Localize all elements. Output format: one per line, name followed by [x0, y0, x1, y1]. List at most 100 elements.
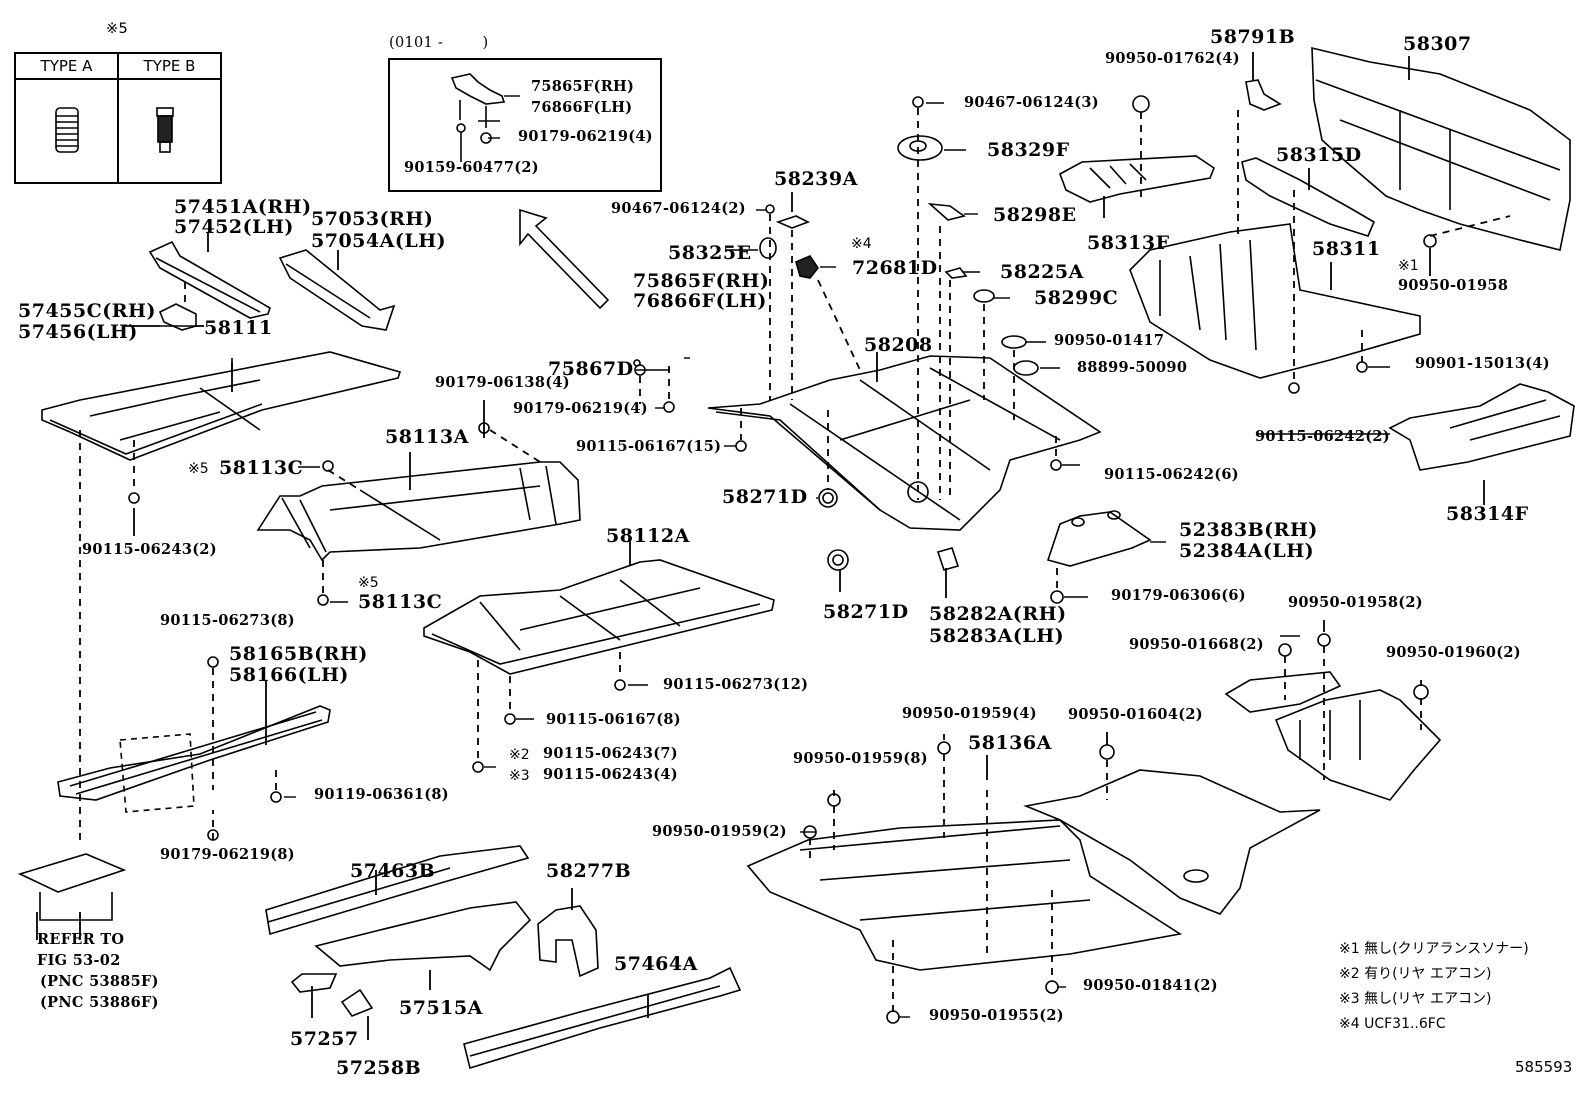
part-label[interactable]: 57455C(RH)	[18, 300, 156, 322]
part-label[interactable]: 58282A(RH)	[929, 603, 1067, 625]
sill-57464a-part	[463, 966, 742, 1070]
part-label[interactable]: 58329F	[987, 139, 1070, 161]
part-label[interactable]: 90950-01958	[1398, 277, 1509, 294]
part-label[interactable]: 58239A	[774, 168, 858, 190]
part-label[interactable]: 75865F(RH)	[633, 270, 770, 292]
part-label[interactable]: 90950-01959(4)	[902, 705, 1037, 722]
part-label[interactable]: 90179-06219(8)	[160, 846, 295, 863]
part-label[interactable]: 90950-01959(8)	[793, 750, 928, 767]
inset-box	[388, 58, 662, 192]
part-label[interactable]: 57464A	[614, 953, 698, 975]
part-label[interactable]: 90179-06306(6)	[1111, 587, 1246, 604]
bracket-57257-part	[290, 973, 338, 993]
refer-to-note: FIG 53-02	[37, 952, 121, 969]
front-floor-58111-part	[41, 351, 402, 461]
part-label[interactable]: 58112A	[606, 525, 690, 547]
part-label[interactable]: 57054A(LH)	[311, 230, 447, 252]
part-label[interactable]: 58136A	[968, 732, 1052, 754]
type-table-divider	[117, 54, 119, 182]
part-label[interactable]: 58271D	[823, 601, 909, 623]
part-label[interactable]: 90467-06124(2)	[611, 200, 746, 217]
part-label[interactable]: 90950-01958(2)	[1288, 594, 1423, 611]
footnote-3: ※3 無し(リヤ エアコン)	[1339, 991, 1492, 1007]
part-label[interactable]: 90467-06124(3)	[964, 94, 1099, 111]
part-label[interactable]: 90115-06273(12)	[663, 676, 809, 693]
part-label[interactable]: 57463B	[350, 860, 436, 882]
part-label[interactable]: 90115-06242(2)	[1255, 428, 1390, 445]
part-label[interactable]: 58299C	[1034, 287, 1119, 309]
part-label[interactable]: 90950-01762(4)	[1105, 50, 1240, 67]
side-rail-57451a-part	[148, 240, 271, 319]
center-floor-58208-part	[707, 355, 1102, 531]
part-label[interactable]: 58298E	[993, 204, 1077, 226]
footnote-marker: ※3	[509, 768, 530, 784]
part-label[interactable]: 57053(RH)	[311, 208, 434, 230]
part-label[interactable]: 58113A	[385, 426, 469, 448]
part-label[interactable]: 90901-15013(4)	[1415, 355, 1550, 372]
part-label[interactable]: 75867D	[548, 358, 634, 380]
part-label[interactable]: 90179-06219(4)	[513, 400, 648, 417]
part-label[interactable]: 90179-06138(4)	[435, 374, 570, 391]
part-label[interactable]: 58166(LH)	[229, 664, 349, 686]
reinforcement-57515a-part	[314, 901, 532, 972]
part-label[interactable]: 58225A	[1000, 261, 1084, 283]
part-label[interactable]: 88899-50090	[1077, 359, 1188, 376]
inset-label-75865f[interactable]: 75865F(RH)	[531, 78, 635, 95]
part-label[interactable]: 52384A(LH)	[1179, 540, 1315, 562]
part-label[interactable]: 90115-06167(15)	[576, 438, 722, 455]
part-label[interactable]: 90950-01960(2)	[1386, 644, 1521, 661]
rear-tub-lower-part	[1274, 689, 1442, 801]
part-label[interactable]: 57257	[290, 1028, 359, 1050]
sill-57463b-part	[265, 845, 530, 936]
part-label[interactable]: 58791B	[1210, 26, 1296, 48]
part-label[interactable]: 57456(LH)	[18, 321, 138, 343]
part-label[interactable]: 58111	[204, 317, 273, 339]
part-label[interactable]: 90950-01417	[1054, 332, 1165, 349]
footnote-marker: ※5	[358, 575, 379, 591]
part-label[interactable]: 58208	[864, 334, 933, 356]
part-label[interactable]: 90950-01668(2)	[1129, 636, 1264, 653]
part-label[interactable]: 58113C	[219, 457, 304, 479]
part-label[interactable]: 90119-06361(8)	[314, 786, 449, 803]
inset-label-76866f[interactable]: 76866F(LH)	[531, 99, 633, 116]
part-label[interactable]: 57452(LH)	[174, 216, 294, 238]
part-label[interactable]: 58313F	[1087, 232, 1170, 254]
part-label[interactable]: 58311	[1312, 238, 1381, 260]
inset-date-range: (0101 - )	[389, 35, 489, 51]
inset-label-90159-60477[interactable]: 90159-60477(2)	[404, 159, 539, 176]
footnote-1: ※1 無し(クリアランスソナー)	[1339, 941, 1529, 957]
part-label[interactable]: 58277B	[546, 860, 632, 882]
part-label[interactable]: 58271D	[722, 486, 808, 508]
part-label[interactable]: 58113C	[358, 591, 443, 613]
part-label[interactable]: 58165B(RH)	[229, 643, 368, 665]
footnote-marker: ※1	[1398, 258, 1419, 274]
bracket-52383b-part	[1046, 510, 1152, 567]
part-label[interactable]: 90950-01841(2)	[1083, 977, 1218, 994]
part-label[interactable]: 58325E	[668, 242, 752, 264]
part-label[interactable]: 90950-01955(2)	[929, 1007, 1064, 1024]
part-label[interactable]: 90115-06242(6)	[1104, 466, 1239, 483]
part-label[interactable]: 90950-01959(2)	[652, 823, 787, 840]
part-label[interactable]: 57515A	[399, 997, 483, 1019]
part-label[interactable]: 58283A(LH)	[929, 625, 1065, 647]
part-label[interactable]: 58314F	[1446, 503, 1529, 525]
part-label[interactable]: 52383B(RH)	[1179, 519, 1318, 541]
part-label[interactable]: 90115-06167(8)	[546, 711, 681, 728]
part-label[interactable]: 57258B	[336, 1057, 422, 1079]
part-label[interactable]: 90115-06243(2)	[82, 541, 217, 558]
part-label[interactable]: 76866F(LH)	[633, 290, 767, 312]
part-label[interactable]: 90115-06243(4)	[543, 766, 678, 783]
inset-label-90179-06219[interactable]: 90179-06219(4)	[518, 128, 653, 145]
part-label[interactable]: 90115-06273(8)	[160, 612, 295, 629]
footnote-marker: ※2	[509, 747, 530, 763]
part-label[interactable]: 58307	[1403, 33, 1472, 55]
rail-58165b-part	[57, 705, 331, 813]
part-label[interactable]: 58315D	[1276, 144, 1362, 166]
bracket-58313f-part	[1059, 155, 1215, 203]
part-label[interactable]: 72681D	[852, 257, 938, 279]
refer-to-note: (PNC 53885F)	[40, 973, 159, 990]
part-label[interactable]: 57451A(RH)	[174, 196, 312, 218]
part-label[interactable]: 90115-06243(7)	[543, 745, 678, 762]
part-label[interactable]: 90950-01604(2)	[1068, 706, 1203, 723]
